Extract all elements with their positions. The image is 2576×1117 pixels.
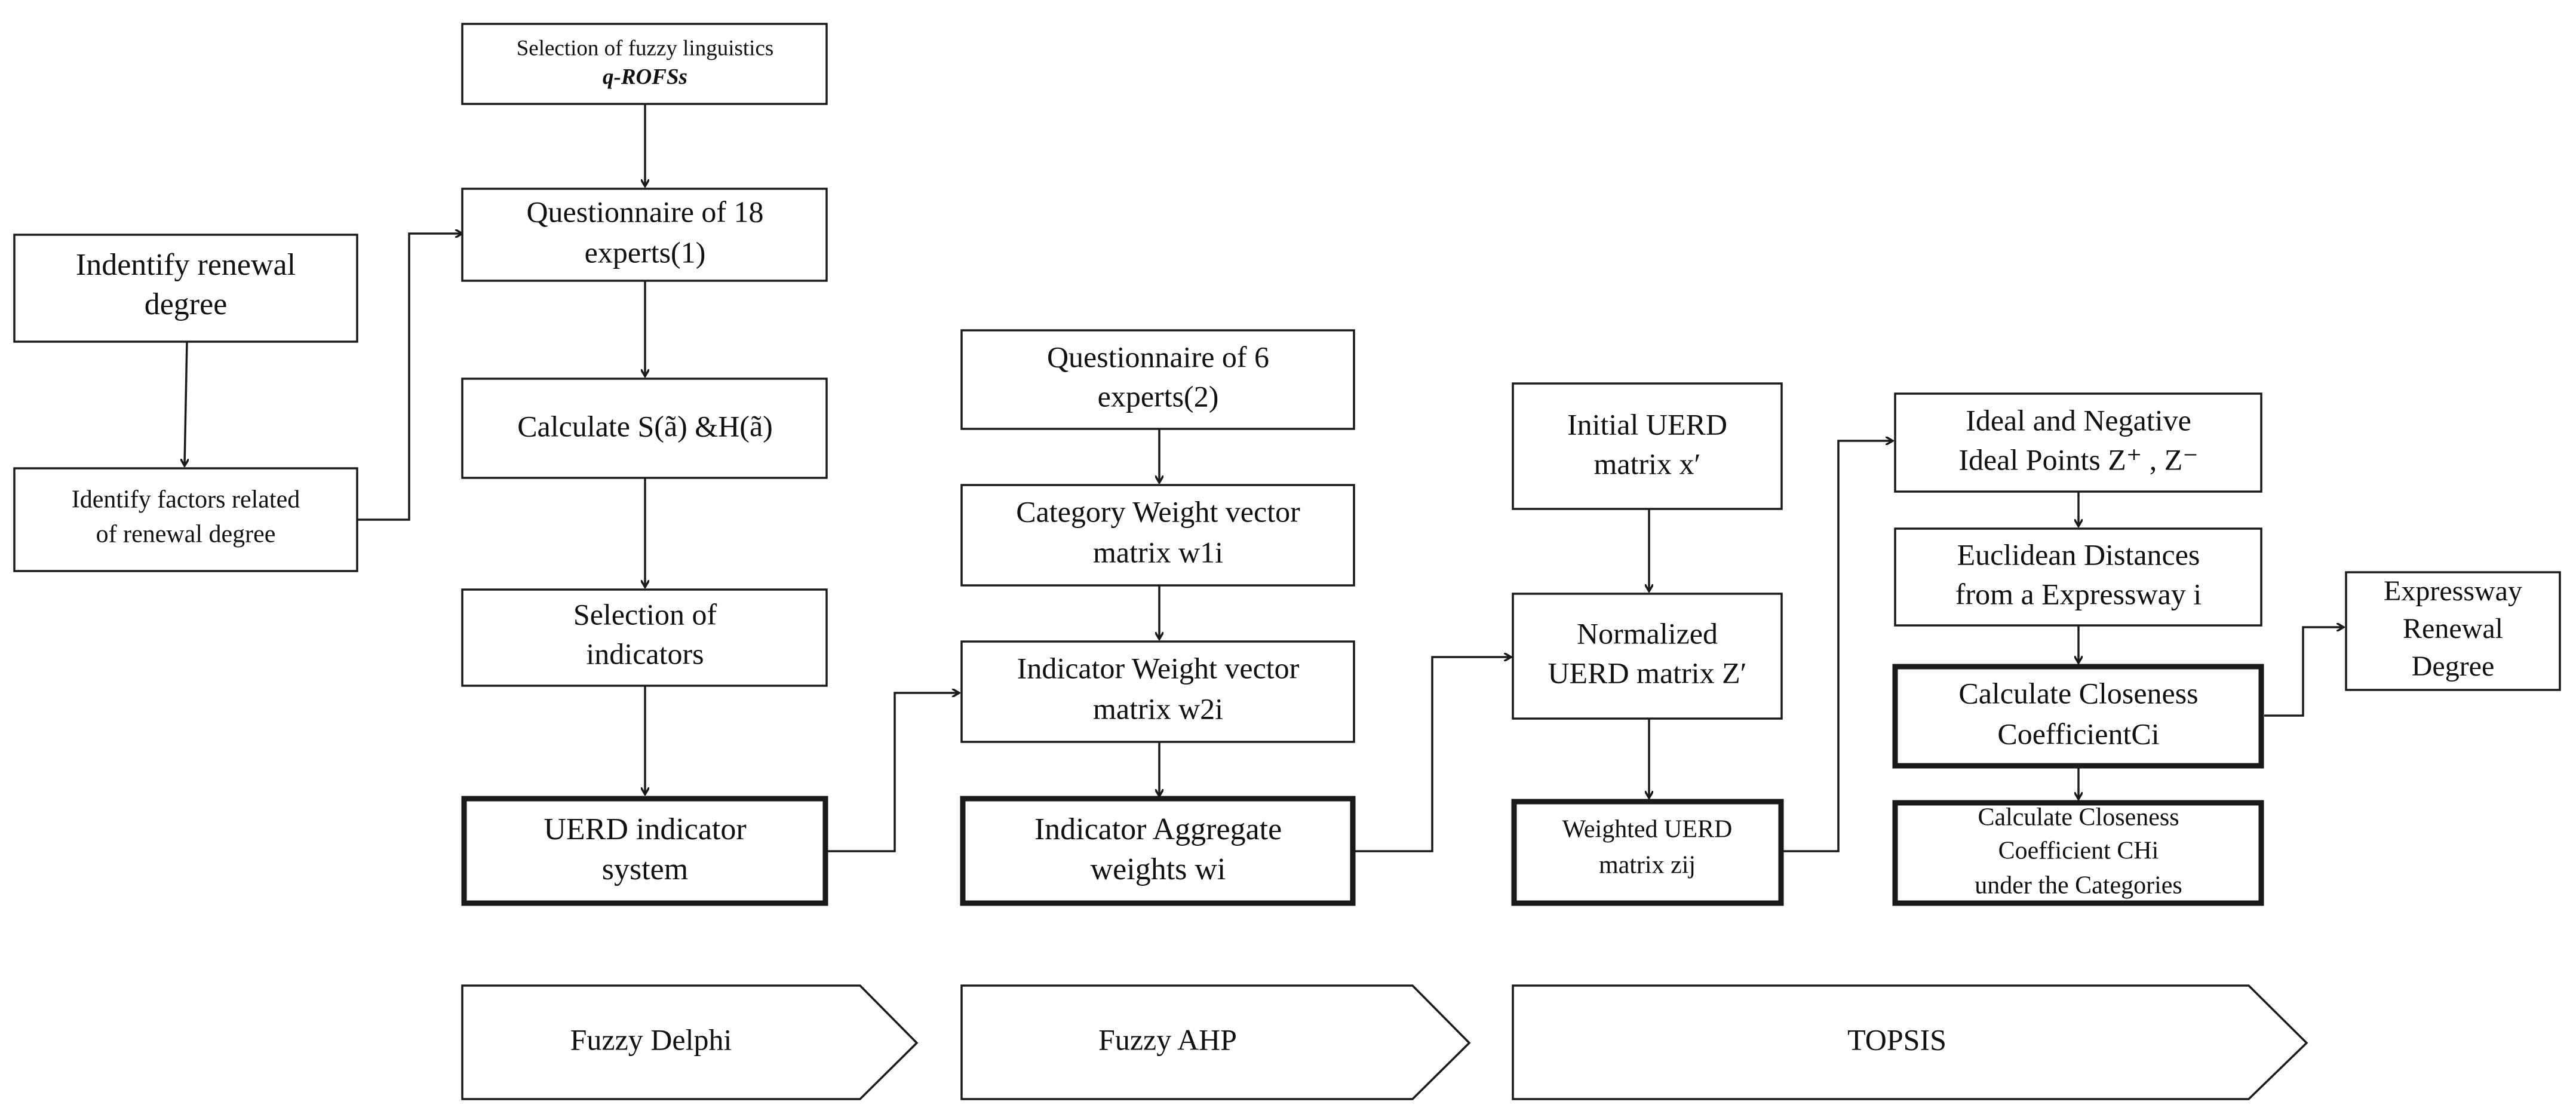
node-text-line: experts(2) <box>1098 379 1219 413</box>
node-calculate-s-h: Calculate S(ã) &H(ã) <box>461 378 828 479</box>
node-text-line: Selection of <box>573 597 717 631</box>
node-text-line: of renewal degree <box>96 521 276 548</box>
node-text-line: Questionnaire of 6 <box>1047 340 1269 373</box>
phase-fuzzy-ahp: Fuzzy AHP <box>960 984 1471 1100</box>
node-text-line: under the Categories <box>1975 872 2182 900</box>
node-text-line: Ideal and Negative <box>1966 403 2191 437</box>
node-text-line: Indicator Aggregate <box>1034 812 1282 846</box>
node-text-line: Expressway <box>2384 575 2522 607</box>
node-text-line: Coefficient CHi <box>1998 837 2159 865</box>
edge-aggregate-to-normalized <box>1353 657 1511 852</box>
node-text-line: Normalized <box>1577 616 1718 650</box>
node-text-line: CoefficientCi <box>1997 717 2159 750</box>
node-text-line: experts(1) <box>585 235 706 269</box>
node-text-line: matrix w2i <box>1093 692 1223 725</box>
node-text-line: q-ROFSs <box>603 65 687 89</box>
phase-label: Fuzzy Delphi <box>570 1023 732 1056</box>
node-weighted-uerd-matrix: Weighted UERD matrix zij <box>1511 799 1784 906</box>
node-questionnaire-18-experts: Questionnaire of 18 experts(1) <box>461 188 828 282</box>
node-text-line: UERD matrix Z′ <box>1548 656 1746 689</box>
node-calculate-closeness: Calculate Closeness CoefficientCi <box>1892 664 2264 769</box>
node-text-line: degree <box>145 287 228 321</box>
node-text-line: matrix x′ <box>1594 447 1701 480</box>
node-text-line: Calculate S(ã) &H(ã) <box>517 409 773 443</box>
node-identify-renewal-degree: Indentify renewal degree <box>13 234 358 343</box>
node-fuzzy-linguistics-selection: Selection of fuzzy linguistics q-ROFSs <box>461 23 828 105</box>
node-initial-uerd-matrix: Initial UERD matrix x′ <box>1512 382 1783 510</box>
node-questionnaire-6-experts: Questionnaire of 6 experts(2) <box>960 329 1355 430</box>
node-indicator-aggregate-weights: Indicator Aggregate weights wi <box>960 796 1356 906</box>
node-text-line: Euclidean Distances <box>1957 538 2200 571</box>
node-text-line: Selection of fuzzy linguistics <box>517 36 774 60</box>
node-indicator-weight-vector: Indicator Weight vector matrix w2i <box>960 640 1355 743</box>
node-text-line: Renewal <box>2403 613 2503 645</box>
edge-weighted-to-ideal <box>1783 441 1893 852</box>
node-uerd-indicator-system: UERD indicator system <box>461 796 828 906</box>
node-expressway-renewal-degree: Expressway Renewal Degree <box>2345 571 2561 691</box>
node-selection-of-indicators: Selection of indicators <box>461 588 828 687</box>
node-calculate-closeness-categories: Calculate Closeness Coefficient CHi unde… <box>1892 800 2264 906</box>
node-text-line: Ideal Points Z⁺ , Z⁻ <box>1958 443 2198 476</box>
node-text-line: Indicator Weight vector <box>1017 651 1300 685</box>
node-text-line: Indentify renewal <box>76 248 296 282</box>
node-euclidean-distances: Euclidean Distances from a Expressway i <box>1894 527 2262 627</box>
node-text-line: Degree <box>2412 650 2495 682</box>
node-text-line: indicators <box>586 637 704 670</box>
node-text-line: Identify factors related <box>72 486 300 514</box>
node-text-line: Questionnaire of 18 <box>526 195 763 228</box>
node-category-weight-vector: Category Weight vector matrix w1i <box>960 484 1355 587</box>
edge-factors-to-questionnaire18 <box>357 234 462 521</box>
node-identify-factors: Identify factors related of renewal degr… <box>13 467 358 572</box>
phase-label: Fuzzy AHP <box>1098 1023 1237 1056</box>
phase-fuzzy-delphi: Fuzzy Delphi <box>461 984 919 1100</box>
node-text-line: Initial UERD <box>1567 407 1727 441</box>
phase-topsis: TOPSIS <box>1512 984 2308 1100</box>
phase-label: TOPSIS <box>1847 1023 1946 1056</box>
node-normalized-uerd-matrix: Normalized UERD matrix Z′ <box>1512 593 1783 720</box>
node-text-line: weights wi <box>1091 852 1226 886</box>
edges <box>185 104 2344 852</box>
node-text-line: from a Expressway i <box>1955 577 2202 610</box>
node-text-line: matrix zij <box>1599 852 1696 879</box>
node-text-line: UERD indicator <box>544 812 746 846</box>
node-text-line: Calculate Closeness <box>1978 804 2179 831</box>
edge-system-to-indicator-weight <box>827 693 959 852</box>
node-text-line: Category Weight vector <box>1016 495 1300 528</box>
node-ideal-negative-points: Ideal and Negative Ideal Points Z⁺ , Z⁻ <box>1894 392 2262 493</box>
node-text-line: Weighted UERD <box>1562 816 1733 843</box>
node-text-line: matrix w1i <box>1093 535 1223 569</box>
edge-identify-degree-to-factors <box>185 341 187 466</box>
node-text-line: Calculate Closeness <box>1958 676 2198 710</box>
edge-closeness-to-renewal <box>2264 627 2344 717</box>
node-text-line: system <box>602 852 688 886</box>
